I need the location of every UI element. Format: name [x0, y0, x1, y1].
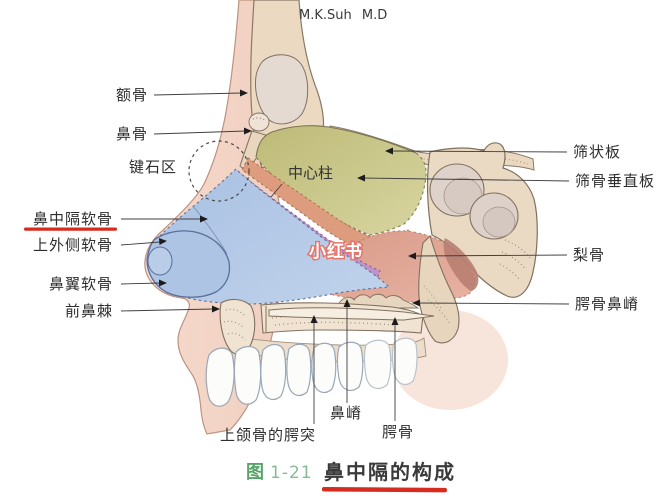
- cheek-area: [392, 310, 508, 410]
- septal-cartilage-red-underline: [24, 227, 117, 231]
- figure-caption: 图 1-21 鼻中隔的构成: [246, 460, 456, 493]
- label-palatine-process-maxilla: 上颌骨的腭突: [220, 426, 316, 444]
- label-keystone-area: 键石区: [129, 158, 177, 176]
- label-perpendicular-plate: 筛骨垂直板: [575, 172, 655, 190]
- nasal-root-cell: [248, 112, 270, 132]
- frontal-sinus: [255, 54, 309, 125]
- label-nasal-crest: 鼻嵴: [330, 404, 362, 422]
- caption-title: 鼻中隔的构成: [324, 460, 456, 484]
- anterior-nasal-spine-bone: [219, 298, 256, 356]
- nasal-crest-spike: [268, 307, 435, 321]
- label-frontal-bone: 额骨: [116, 86, 148, 104]
- label-anterior-nasal-spine: 前鼻棘: [65, 302, 113, 320]
- leader-lines: [120, 89, 570, 424]
- label-palatine-bone: 腭骨: [382, 423, 414, 441]
- label-palatine-nasal-crest: 腭骨鼻嵴: [575, 295, 639, 313]
- caption-fig-number: 1-21: [270, 463, 313, 483]
- label-septal-cartilage: 鼻中隔软骨: [33, 210, 113, 228]
- label-alar-cartilage: 鼻翼软骨: [49, 275, 113, 293]
- label-vomer: 梨骨: [573, 246, 605, 264]
- keystone-area-circle: [188, 140, 250, 202]
- xiaohongshu-watermark: 小红书: [309, 241, 363, 262]
- label-central-pillar: 中心柱: [288, 164, 333, 182]
- region-alar-cartilage: [146, 230, 231, 298]
- caption-fig-word: 图: [246, 462, 264, 483]
- alar-dome: [147, 246, 173, 276]
- label-nasal-bone: 鼻骨: [116, 125, 148, 143]
- label-upper-lateral-cartilage: 上外侧软骨: [33, 236, 113, 254]
- region-perpendicular-plate: [256, 125, 427, 235]
- pterygoid-region: [443, 238, 479, 291]
- label-cribriform-plate: 筛状板: [573, 143, 621, 161]
- figure-credit: M.K.Suh M.D: [299, 8, 387, 23]
- caption-red-underline: [321, 487, 447, 493]
- teeth: [205, 337, 418, 407]
